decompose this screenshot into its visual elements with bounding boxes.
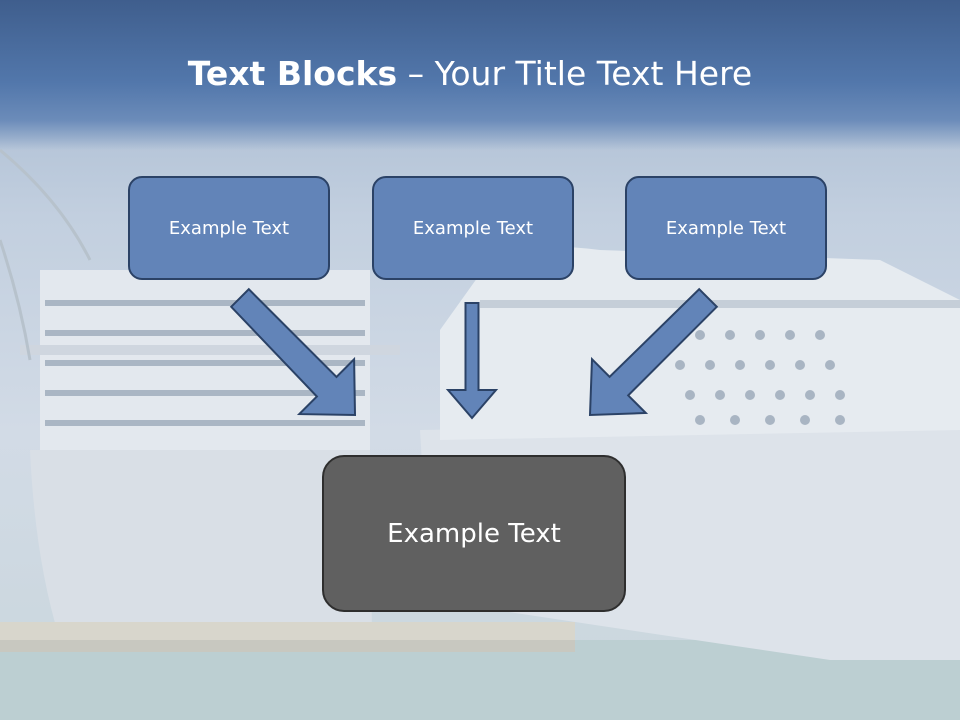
text-block-right-label: Example Text xyxy=(665,217,787,239)
title-band xyxy=(0,0,960,150)
text-block-left-label: Example Text xyxy=(168,217,290,239)
target-block[interactable]: Example Text xyxy=(322,455,626,612)
text-block-center-label: Example Text xyxy=(412,217,534,239)
slide-title-bold: Text Blocks xyxy=(187,54,398,93)
slide-title: Text Blocks – Your Title Text Here xyxy=(0,52,940,96)
target-block-label: Example Text xyxy=(387,518,561,549)
text-block-center[interactable]: Example Text xyxy=(372,176,574,280)
text-block-right[interactable]: Example Text xyxy=(625,176,827,280)
text-block-left[interactable]: Example Text xyxy=(128,176,330,280)
slide-title-rest: – Your Title Text Here xyxy=(397,54,753,93)
